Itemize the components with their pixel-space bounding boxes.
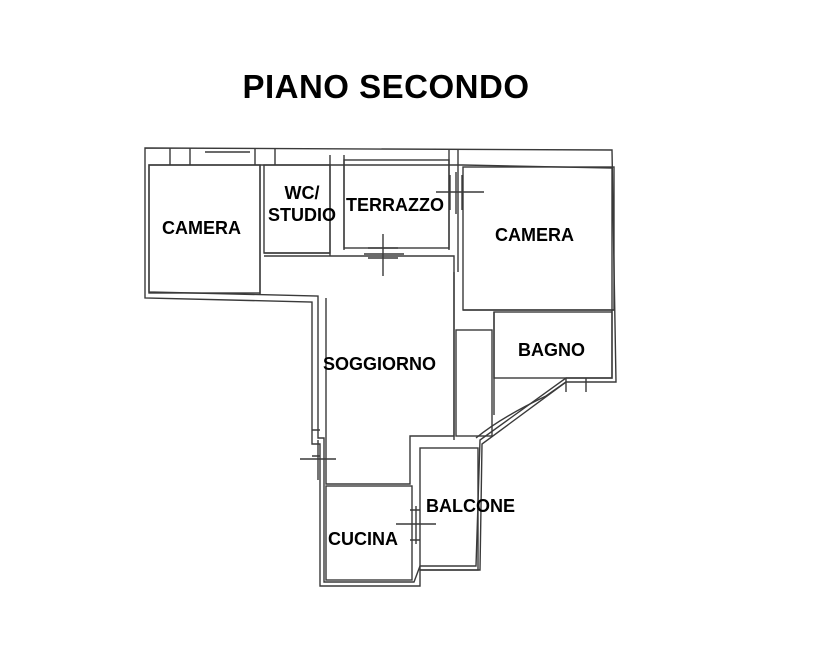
soggiorno-room bbox=[264, 255, 455, 485]
window-mark bbox=[312, 429, 320, 457]
balcone-room bbox=[419, 447, 479, 571]
door-mark bbox=[364, 234, 404, 276]
room-label-camera-left: CAMERA bbox=[162, 218, 241, 238]
door-mark bbox=[300, 440, 336, 480]
room-label-balcone: BALCONE bbox=[426, 496, 515, 516]
room-label-cucina: CUCINA bbox=[328, 529, 398, 549]
corridor-wall bbox=[475, 381, 567, 439]
room-label-bagno: BAGNO bbox=[518, 340, 585, 360]
door-mark bbox=[396, 506, 436, 544]
window-mark bbox=[410, 509, 420, 541]
outer-wall bbox=[144, 147, 617, 587]
room-label-camera-right: CAMERA bbox=[495, 225, 574, 245]
door-mark bbox=[436, 172, 484, 214]
window-mark bbox=[565, 378, 587, 392]
cucina-room bbox=[325, 485, 413, 581]
window-mark bbox=[169, 148, 276, 165]
page-title: PIANO SECONDO bbox=[242, 68, 530, 105]
room-label-soggiorno: SOGGIORNO bbox=[323, 354, 437, 374]
room-label-wc-line: WC/ bbox=[284, 183, 320, 203]
room-label-wc-studio: WC/ STUDIO bbox=[262, 182, 342, 226]
room-label-terrazzo: TERRAZZO bbox=[346, 195, 444, 215]
room-label-studio-line: STUDIO bbox=[267, 205, 336, 225]
closet bbox=[455, 329, 493, 437]
